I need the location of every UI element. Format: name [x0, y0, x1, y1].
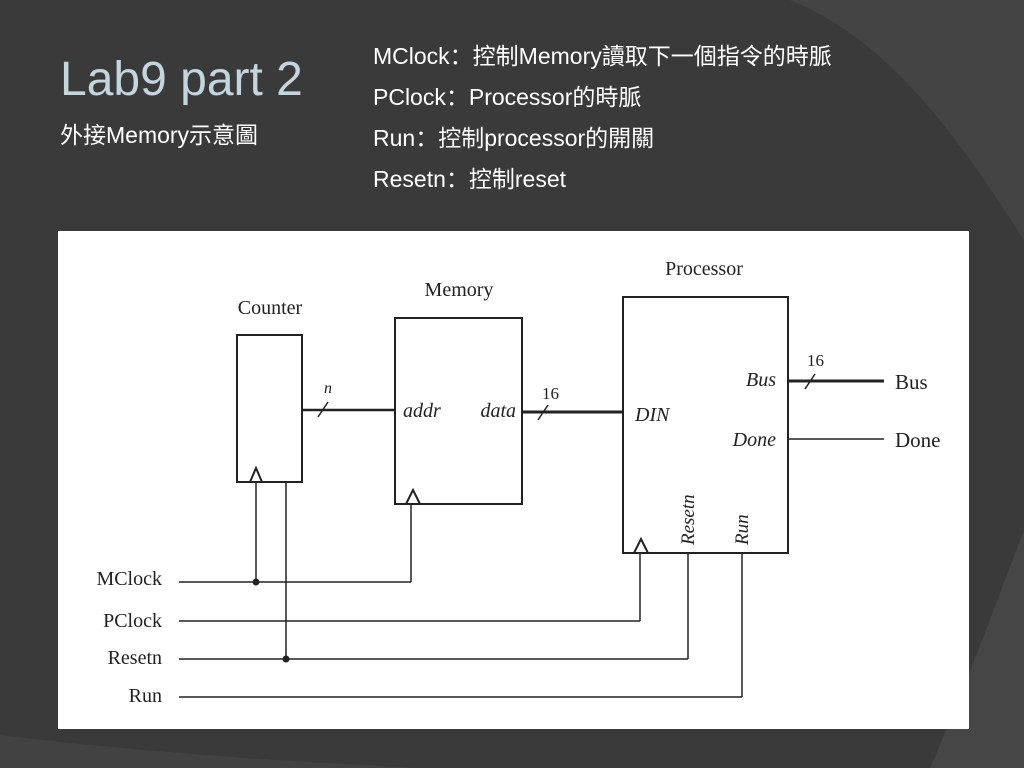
mclock-input-label: MClock [96, 568, 162, 590]
done-output-label: Done [895, 428, 941, 452]
data-width-label: 16 [542, 384, 559, 403]
resetn-input-label: Resetn [108, 647, 162, 669]
slide-subtitle: 外接Memory示意圖 [60, 122, 259, 148]
run-input-label: Run [129, 685, 162, 707]
done-port-label: Done [732, 429, 776, 451]
mclock-junction-dot [252, 578, 260, 586]
counter-label: Counter [238, 297, 303, 319]
din-port-label: DIN [634, 404, 671, 426]
processor-label: Processor [665, 258, 743, 280]
resetn-junction-dot [282, 655, 290, 663]
bus-port-label: Bus [746, 369, 776, 391]
memory-clock-triangle [405, 487, 421, 505]
memory-label: Memory [425, 279, 494, 301]
counter-block [236, 334, 303, 483]
run-port-label: Run [732, 514, 753, 546]
n-width-label: n [324, 380, 332, 397]
bus-output-label: Bus [895, 370, 928, 394]
processor-block [622, 296, 789, 554]
bus-width-label: 16 [807, 351, 824, 370]
note-pclock: PClock：Processor的時脈 [373, 84, 642, 110]
data-bus-slash [537, 404, 549, 421]
n-bus-slash [317, 401, 329, 418]
counter-clock-triangle [249, 465, 263, 483]
pclock-input-label: PClock [103, 610, 162, 632]
slide-title: Lab9 part 2 [60, 53, 303, 106]
processor-clock-triangle [633, 536, 649, 554]
data-port-label: data [480, 400, 516, 422]
block-diagram-svg: Counter Memory Processor addr data n 16 … [96, 258, 941, 707]
notes-list: MClock：控制Memory讀取下一個指令的時脈 PClock：Process… [373, 36, 832, 200]
block-diagram: Counter Memory Processor addr data n 16 … [58, 231, 969, 729]
addr-port-label: addr [403, 400, 441, 422]
resetn-port-label: Resetn [678, 494, 699, 546]
bus-out-slash [804, 373, 816, 390]
note-resetn: Resetn：控制reset [373, 166, 567, 192]
note-run: Run：控制processor的開關 [373, 125, 655, 151]
note-mclock: MClock：控制Memory讀取下一個指令的時脈 [373, 43, 832, 69]
